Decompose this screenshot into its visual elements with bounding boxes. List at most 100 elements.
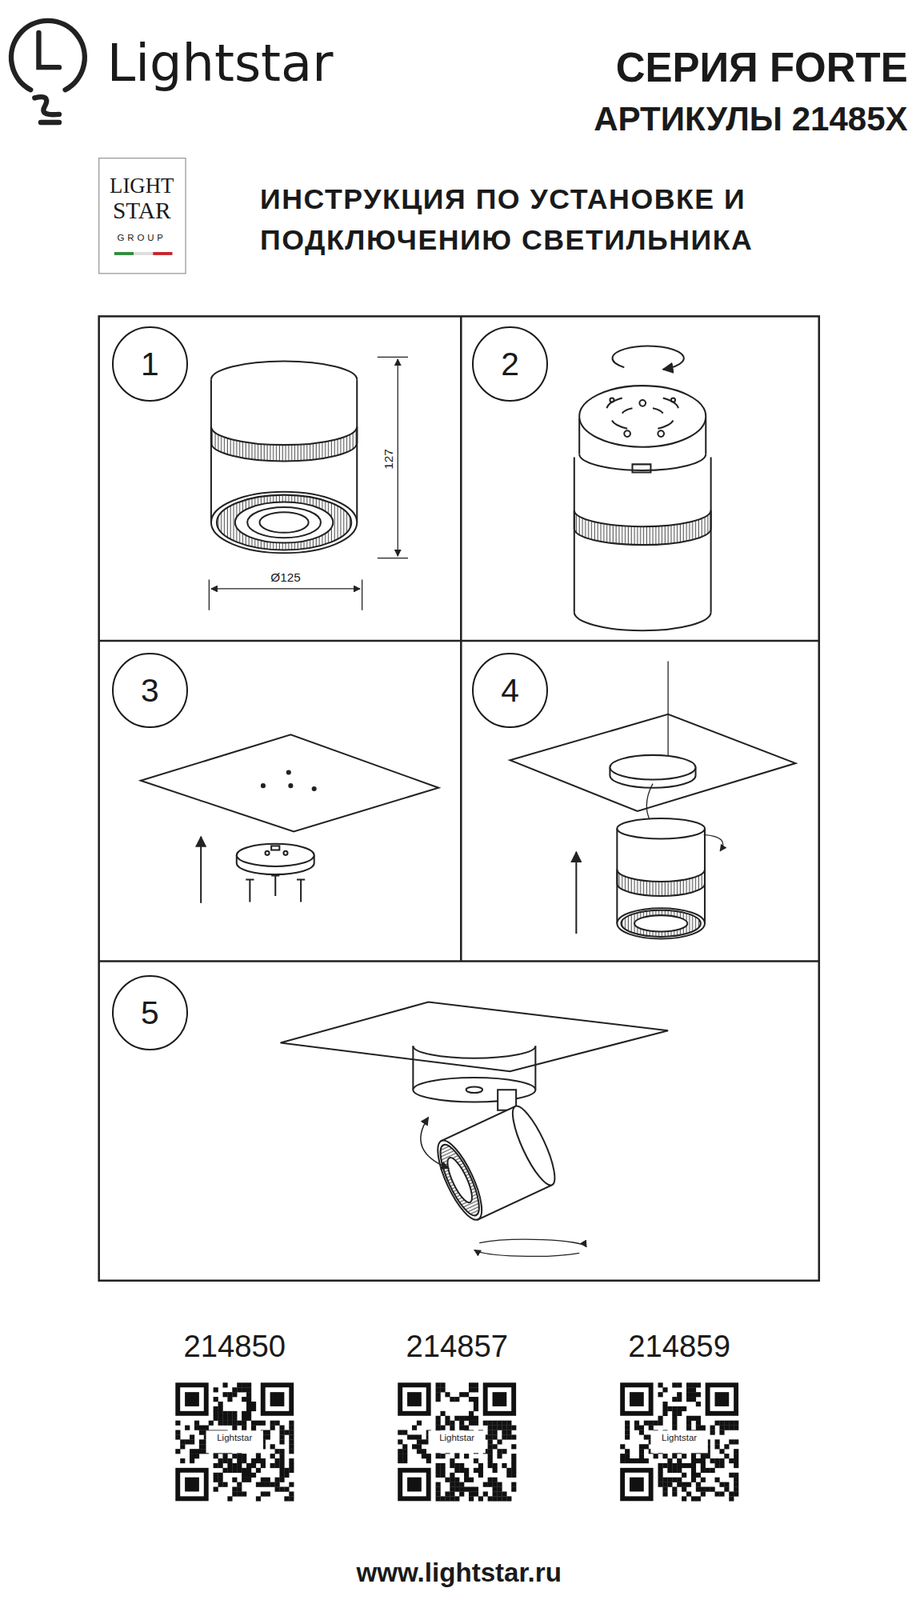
qr-module	[691, 1396, 696, 1402]
qr-module	[444, 1496, 450, 1501]
qr-module	[279, 1453, 284, 1459]
qr-module	[251, 1458, 256, 1464]
qr-module	[644, 1458, 649, 1464]
qr-module	[719, 1491, 724, 1496]
qr-module	[624, 1430, 630, 1436]
qr-module	[650, 1430, 708, 1453]
qr-module	[662, 1487, 668, 1492]
qr-module	[288, 1468, 294, 1473]
qr-module	[241, 1387, 247, 1392]
qr-module	[449, 1396, 455, 1402]
qr-module	[236, 1463, 242, 1468]
qr-module	[496, 1453, 502, 1459]
qr-module	[488, 1463, 493, 1468]
qr-module	[232, 1453, 237, 1459]
qr-module	[691, 1477, 696, 1483]
qr-module	[657, 1382, 663, 1388]
qr-module	[488, 1425, 493, 1431]
qr-module	[279, 1430, 284, 1436]
qr-module	[199, 1430, 204, 1436]
qr-module	[672, 1468, 677, 1473]
qr-module	[444, 1392, 450, 1397]
qr-module	[667, 1482, 672, 1488]
qr-module	[728, 1425, 734, 1431]
qr-module	[444, 1420, 450, 1426]
qr-module	[492, 1392, 508, 1407]
qr-module	[241, 1396, 247, 1402]
qr-module	[468, 1496, 474, 1501]
qr-module	[483, 1482, 488, 1488]
qr-module	[714, 1491, 720, 1496]
qr-module	[511, 1487, 516, 1492]
qr-module	[397, 1458, 403, 1464]
qr-module	[629, 1477, 644, 1492]
qr-module	[241, 1472, 247, 1478]
qr-module	[657, 1477, 663, 1483]
qr-module	[700, 1477, 706, 1483]
qr-module	[260, 1477, 266, 1483]
qr-module	[501, 1496, 507, 1501]
qr-module	[496, 1439, 502, 1444]
qr-module	[483, 1420, 488, 1426]
qr-module	[436, 1396, 441, 1402]
qr-module	[719, 1430, 724, 1436]
qr-module	[279, 1487, 284, 1492]
qr-module	[686, 1425, 692, 1431]
qr-module	[227, 1392, 232, 1397]
qr-module	[624, 1458, 630, 1464]
qr-module	[719, 1425, 724, 1431]
qr-module	[288, 1463, 294, 1468]
qr-module	[672, 1382, 677, 1388]
qr-module	[279, 1425, 284, 1431]
qr-module	[288, 1425, 294, 1431]
qr-module	[686, 1420, 692, 1426]
qr-module	[468, 1382, 474, 1388]
qr-module	[194, 1425, 200, 1431]
qr-module	[288, 1420, 294, 1426]
qr-module	[222, 1420, 228, 1426]
qr-module	[719, 1458, 724, 1464]
qr-module	[449, 1487, 455, 1492]
qr-module	[696, 1496, 701, 1501]
qr-module	[416, 1448, 422, 1454]
qr-module	[184, 1392, 200, 1407]
qr-module	[473, 1387, 479, 1392]
qr-module	[227, 1458, 232, 1464]
qr-module	[488, 1453, 493, 1459]
qr-module	[412, 1434, 417, 1440]
qr-module	[241, 1468, 247, 1473]
qr-module	[440, 1496, 445, 1501]
qr-module	[260, 1491, 266, 1496]
qr-module	[402, 1387, 427, 1412]
website: www.lightstar.ru	[356, 1557, 561, 1588]
qr-module	[213, 1406, 219, 1412]
qr-module	[256, 1458, 261, 1464]
qr-module	[714, 1439, 720, 1444]
qr-module	[501, 1491, 507, 1496]
qr-module	[620, 1444, 625, 1449]
qr-module	[421, 1439, 427, 1444]
qr-module	[199, 1425, 204, 1431]
qr-module	[696, 1416, 701, 1421]
qr-module	[232, 1387, 237, 1392]
qr-module	[284, 1468, 289, 1473]
qr-module	[667, 1406, 672, 1412]
qr-module	[468, 1420, 474, 1426]
qr-module	[733, 1472, 739, 1478]
qr-module	[440, 1468, 445, 1473]
qr-module	[222, 1482, 228, 1488]
qr-module	[426, 1453, 432, 1459]
qr-module	[175, 1434, 180, 1440]
qr-module	[206, 1430, 264, 1453]
qr-module	[236, 1382, 242, 1388]
qr-module	[416, 1439, 422, 1444]
qr-module	[412, 1425, 417, 1431]
qr-module	[175, 1468, 208, 1501]
qr-module	[728, 1420, 734, 1426]
qr-module	[246, 1416, 252, 1421]
step-circle: 1	[112, 326, 188, 402]
qr-module	[402, 1448, 408, 1454]
qr-module	[705, 1382, 739, 1416]
qr-module	[488, 1458, 493, 1464]
qr-module	[676, 1458, 682, 1464]
